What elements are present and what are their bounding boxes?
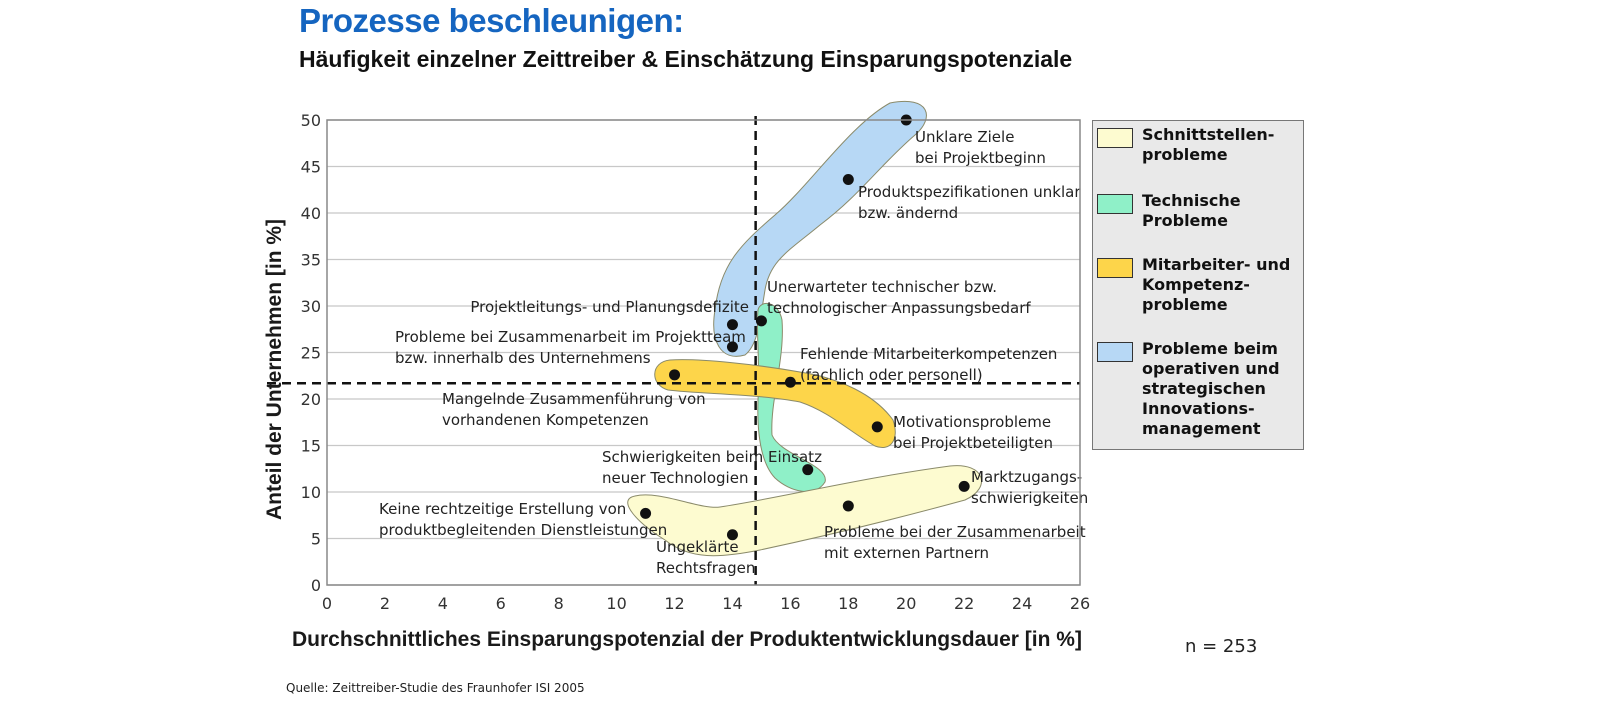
chart-subtitle: Häufigkeit einzelner Zeittreiber & Einsc… [299,46,1073,72]
data-point-label: Fehlende Mitarbeiterkompetenzen(fachlich… [800,345,1057,384]
legend-item-innovationsmanagement: Probleme beim operativen und strategisch… [1097,339,1280,439]
legend-label: Schnittstellen- probleme [1142,125,1275,164]
data-point [842,500,854,512]
y-tick-label: 10 [301,483,321,502]
category-regions [627,100,982,557]
sample-size: n = 253 [1185,636,1258,657]
legend-swatch [1097,194,1133,214]
data-point [726,529,738,541]
x-tick-label: 26 [1070,594,1090,613]
legend-label: Probleme beim operativen und strategisch… [1142,339,1280,438]
x-tick-label: 14 [722,594,742,613]
x-tick-label: 20 [896,594,916,613]
data-points [640,114,970,541]
data-point [784,376,796,388]
legend-swatch [1097,258,1133,278]
y-tick-label: 20 [301,390,321,409]
y-tick-label: 40 [301,204,321,223]
x-tick-label: 18 [838,594,858,613]
category-region [627,465,982,557]
category-region [713,100,927,357]
data-point-label: Probleme bei Zusammenarbeit im Projektte… [395,328,746,367]
x-tick-label: 24 [1012,594,1032,613]
data-point [842,174,854,186]
data-point [871,421,883,433]
x-tick-label: 6 [496,594,506,613]
category-region [654,359,896,448]
plot-frame [326,119,1081,586]
category-region [756,302,826,493]
x-tick-label: 8 [554,594,564,613]
data-point [669,369,681,381]
legend-label: Technische Probleme [1142,191,1241,230]
legend: Schnittstellen- probleme Technische Prob… [1092,120,1304,450]
data-point [640,507,652,519]
legend-item-technische: Technische Probleme [1097,191,1241,231]
x-tick-label: 2 [380,594,390,613]
legend-swatch [1097,128,1133,148]
chart-title: Prozesse beschleunigen: [299,2,684,39]
x-tick-label: 4 [438,594,448,613]
x-axis-label: Durchschnittliches Einsparungspotenzial … [292,628,1082,651]
data-point-label: Marktzugangs-schwierigkeiten [971,468,1088,507]
y-axis-label: Anteil der Unternehmen [in %] [263,218,286,520]
data-point [755,315,767,327]
legend-label: Mitarbeiter- und Kompetenz- probleme [1142,255,1291,314]
x-tick-label: 12 [664,594,684,613]
data-point [726,319,738,331]
source-note: Quelle: Zeittreiber-Studie des Fraunhofe… [286,681,585,695]
y-tick-label: 45 [301,158,321,177]
y-tick-label: 0 [311,576,321,595]
legend-item-mitarbeiter: Mitarbeiter- und Kompetenz- probleme [1097,255,1290,315]
data-point-label: Unerwarteter technischer bzw.technologis… [767,278,1031,317]
y-tick-label: 30 [301,297,321,316]
y-tick-label: 35 [301,251,321,270]
y-tick-label: 25 [301,344,321,363]
reference-lines [267,116,1080,585]
x-tick-label: 10 [606,594,626,613]
data-point [958,480,970,492]
legend-item-schnittstellen: Schnittstellen- probleme [1097,125,1274,165]
legend-swatch [1097,342,1133,362]
x-tick-label: 0 [322,594,332,613]
x-tick-label: 16 [780,594,800,613]
y-tick-label: 50 [301,111,321,130]
y-tick-label: 5 [311,530,321,549]
y-tick-label: 15 [301,437,321,456]
data-point-label: Projektleitungs- und Planungsdefizite [470,298,749,316]
x-tick-label: 22 [954,594,974,613]
data-point [726,341,738,353]
data-point [802,464,814,476]
